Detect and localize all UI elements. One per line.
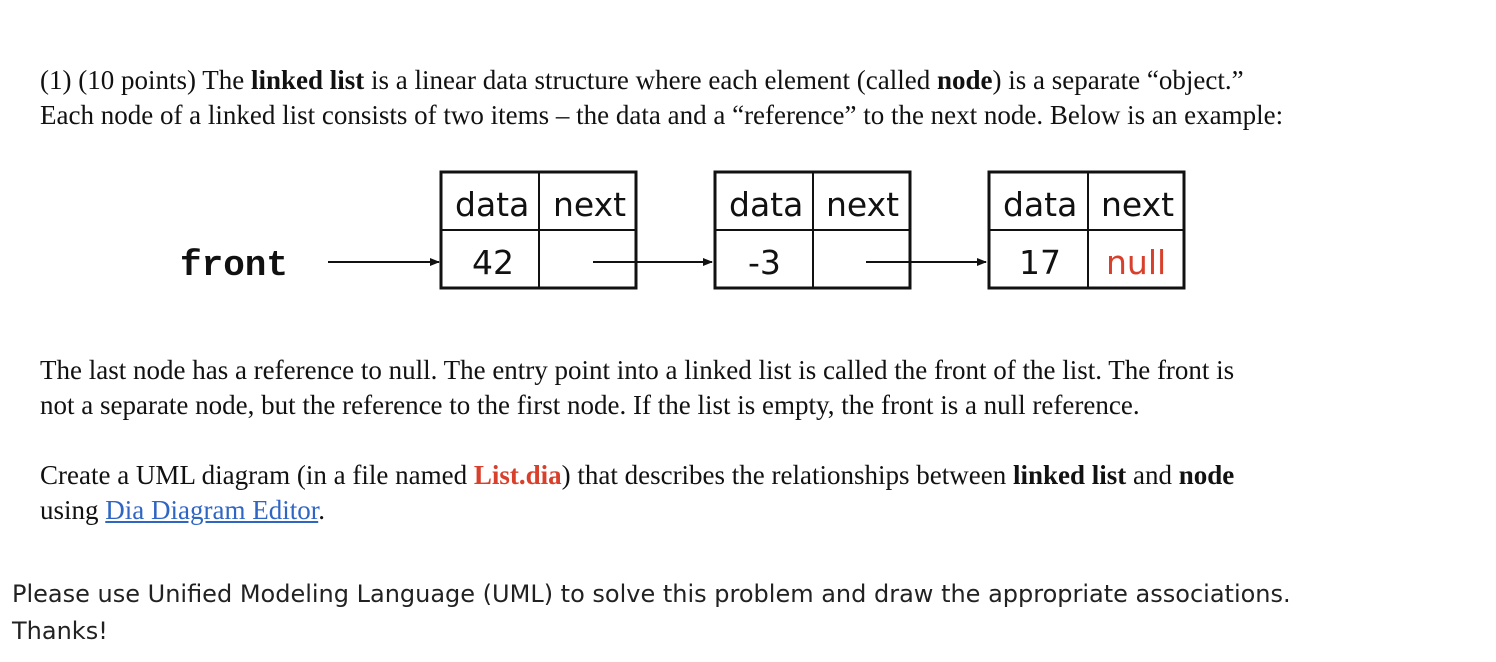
node-1: data next 42 bbox=[439, 170, 638, 290]
task-text: . bbox=[318, 495, 325, 525]
intro-text: (1) (10 points) The bbox=[40, 65, 251, 95]
data-value: 42 bbox=[472, 243, 514, 282]
linked-list-term: linked list bbox=[1012, 460, 1127, 490]
task-text: using bbox=[40, 495, 106, 525]
task-text: ) that describes the relationships betwe… bbox=[561, 460, 1013, 490]
intro-text-line2: Each node of a linked list consists of t… bbox=[40, 100, 1284, 130]
next-header: next bbox=[553, 185, 626, 224]
filename: List.dia bbox=[473, 460, 562, 490]
linked-list-diagram: front data next 42 data next -3 data nex… bbox=[180, 170, 1186, 290]
intro-text: is a linear data structure where each el… bbox=[364, 65, 937, 95]
node-3: data next 17 null bbox=[987, 170, 1186, 290]
data-value: -3 bbox=[748, 243, 781, 282]
data-header: data bbox=[1003, 185, 1077, 224]
intro-text: ) is a separate “object.” bbox=[992, 65, 1244, 95]
null-text-line1: The last node has a reference to null. T… bbox=[40, 355, 1235, 385]
task-text: and bbox=[1126, 460, 1179, 490]
data-header: data bbox=[455, 185, 529, 224]
node-term: node bbox=[1178, 460, 1235, 490]
null-paragraph: The last node has a reference to null. T… bbox=[40, 353, 1460, 423]
node-2: data next -3 bbox=[713, 170, 912, 290]
next-header: next bbox=[1101, 185, 1174, 224]
dia-editor-link[interactable]: Dia Diagram Editor bbox=[105, 495, 319, 525]
note-line1: Please use Unified Modeling Language (UM… bbox=[12, 580, 1291, 608]
data-value: 17 bbox=[1019, 243, 1061, 282]
task-text: Create a UML diagram (in a file named bbox=[40, 460, 474, 490]
linked-list-term: linked list bbox=[250, 65, 365, 95]
null-value: null bbox=[1106, 243, 1166, 282]
next-header: next bbox=[826, 185, 899, 224]
data-header: data bbox=[729, 185, 803, 224]
student-note: Please use Unified Modeling Language (UM… bbox=[12, 576, 1472, 650]
note-line2: Thanks! bbox=[12, 617, 108, 645]
null-text-line2: not a separate node, but the reference t… bbox=[40, 390, 1140, 420]
front-label: front bbox=[180, 245, 288, 286]
node-term: node bbox=[936, 65, 993, 95]
task-paragraph: Create a UML diagram (in a file named Li… bbox=[40, 458, 1460, 528]
intro-paragraph: (1) (10 points) The linked list is a lin… bbox=[40, 63, 1460, 133]
